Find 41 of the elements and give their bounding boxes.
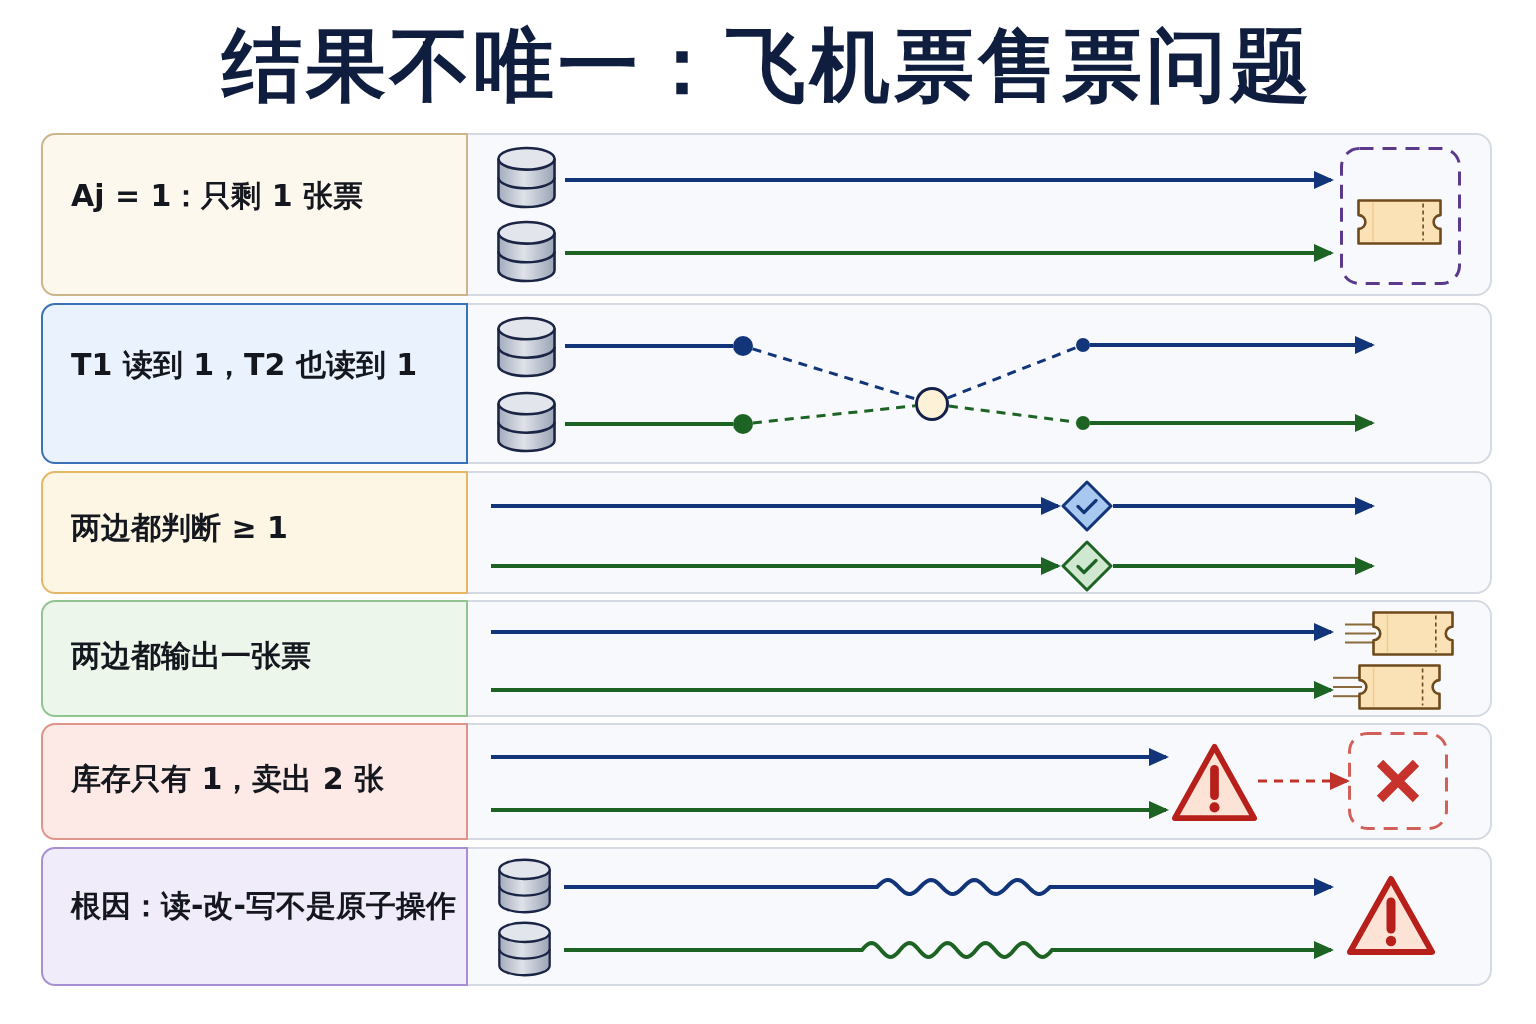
database-icon xyxy=(498,858,551,914)
arrow xyxy=(1113,497,1375,515)
dashed-box xyxy=(1340,147,1461,285)
dashed-line xyxy=(752,347,917,401)
arrow xyxy=(491,801,1169,819)
step-box: 根因：读-改-写不是原子操作 xyxy=(41,847,468,986)
wavy-arrow xyxy=(564,940,1334,960)
arrow xyxy=(491,497,1061,515)
dashed-line xyxy=(947,346,1078,400)
line xyxy=(565,422,733,426)
dashed-arrow xyxy=(1258,772,1350,790)
arrow xyxy=(565,171,1334,189)
arrow xyxy=(1113,557,1375,575)
step-box: Aj = 1：只剩 1 张票 xyxy=(41,133,468,296)
dashed-box xyxy=(1348,732,1448,830)
ticket-icon xyxy=(1333,664,1441,710)
arrow xyxy=(1090,336,1375,354)
arrow xyxy=(565,244,1334,262)
ticket-icon xyxy=(1345,611,1454,656)
step-box: 两边都输出一张票 xyxy=(41,600,468,717)
wavy-arrow xyxy=(564,877,1334,897)
step-box: 两边都判断 ≥ 1 xyxy=(41,471,468,594)
arrow xyxy=(491,748,1169,766)
decision-diamond xyxy=(1061,480,1113,532)
title: 结果不唯一：飞机票售票问题 xyxy=(222,22,1314,110)
database-icon xyxy=(497,391,556,453)
database-icon xyxy=(498,921,551,977)
arrow xyxy=(491,557,1061,575)
decision-diamond xyxy=(1061,540,1113,592)
database-icon xyxy=(497,316,556,378)
arrow xyxy=(1090,414,1375,432)
line xyxy=(565,344,733,348)
database-icon xyxy=(497,220,556,283)
step-box: T1 读到 1，T2 也读到 1 xyxy=(41,303,468,464)
database-icon xyxy=(497,146,556,209)
dashed-line xyxy=(752,404,916,425)
step-box: 库存只有 1，卖出 2 张 xyxy=(41,723,468,840)
arrow xyxy=(491,623,1334,641)
warning-icon xyxy=(1171,742,1258,823)
arrow xyxy=(491,681,1334,699)
warning-icon xyxy=(1346,874,1436,957)
